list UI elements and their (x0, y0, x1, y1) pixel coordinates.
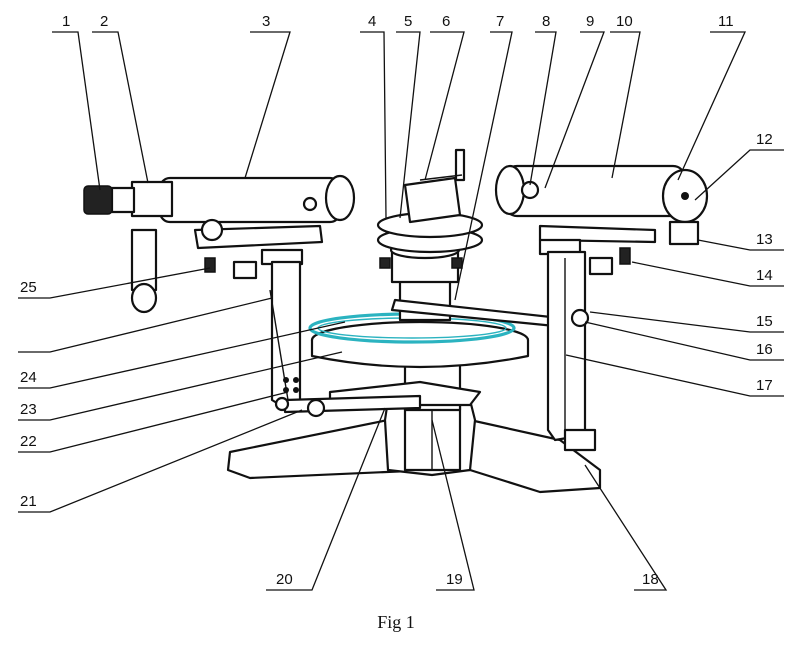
callout-12: 12 (756, 131, 773, 148)
graduated-disk (310, 320, 530, 369)
left-leg-bolt-4 (293, 387, 299, 393)
callout-23: 23 (20, 401, 37, 418)
callout-6: 6 (442, 13, 450, 30)
callout-13: 13 (756, 231, 773, 248)
stage-platform (376, 211, 484, 269)
clamp-lever (274, 394, 422, 418)
callout-17: 17 (756, 377, 773, 394)
left-support-leg (260, 248, 304, 410)
callout-2: 2 (100, 13, 108, 30)
callout-5: 5 (404, 13, 412, 30)
callout-10: 10 (616, 13, 633, 30)
callout-11: 11 (718, 13, 734, 30)
prism-holder (403, 148, 466, 224)
callout-21: 21 (20, 493, 37, 510)
tripod-base (226, 398, 602, 494)
callout-20: 20 (276, 571, 293, 588)
left-telescope (83, 174, 356, 314)
callout-18: 18 (642, 571, 659, 588)
slit-hole (681, 192, 689, 200)
callout-24: 24 (20, 369, 37, 386)
callout-3: 3 (262, 13, 270, 30)
callout-15: 15 (756, 313, 773, 330)
callout-8: 8 (542, 13, 550, 30)
callout-labels: 1 2 3 4 5 6 7 8 9 10 11 12 13 14 15 16 1… (20, 13, 773, 588)
callout-7: 7 (496, 13, 504, 30)
callout-22: 22 (20, 433, 37, 450)
callout-19: 19 (446, 571, 463, 588)
right-support-leg (538, 238, 597, 452)
callout-4: 4 (368, 13, 376, 30)
callout-9: 9 (586, 13, 594, 30)
figure-caption: Fig 1 (377, 612, 415, 632)
left-leg-bolt-1 (283, 377, 289, 383)
leader-lines (18, 31, 784, 591)
callout-16: 16 (756, 341, 773, 358)
callout-25: 25 (20, 279, 37, 296)
right-collimator (494, 164, 709, 276)
callout-14: 14 (756, 267, 773, 284)
callout-1: 1 (62, 13, 70, 30)
left-leg-bolt-2 (293, 377, 299, 383)
